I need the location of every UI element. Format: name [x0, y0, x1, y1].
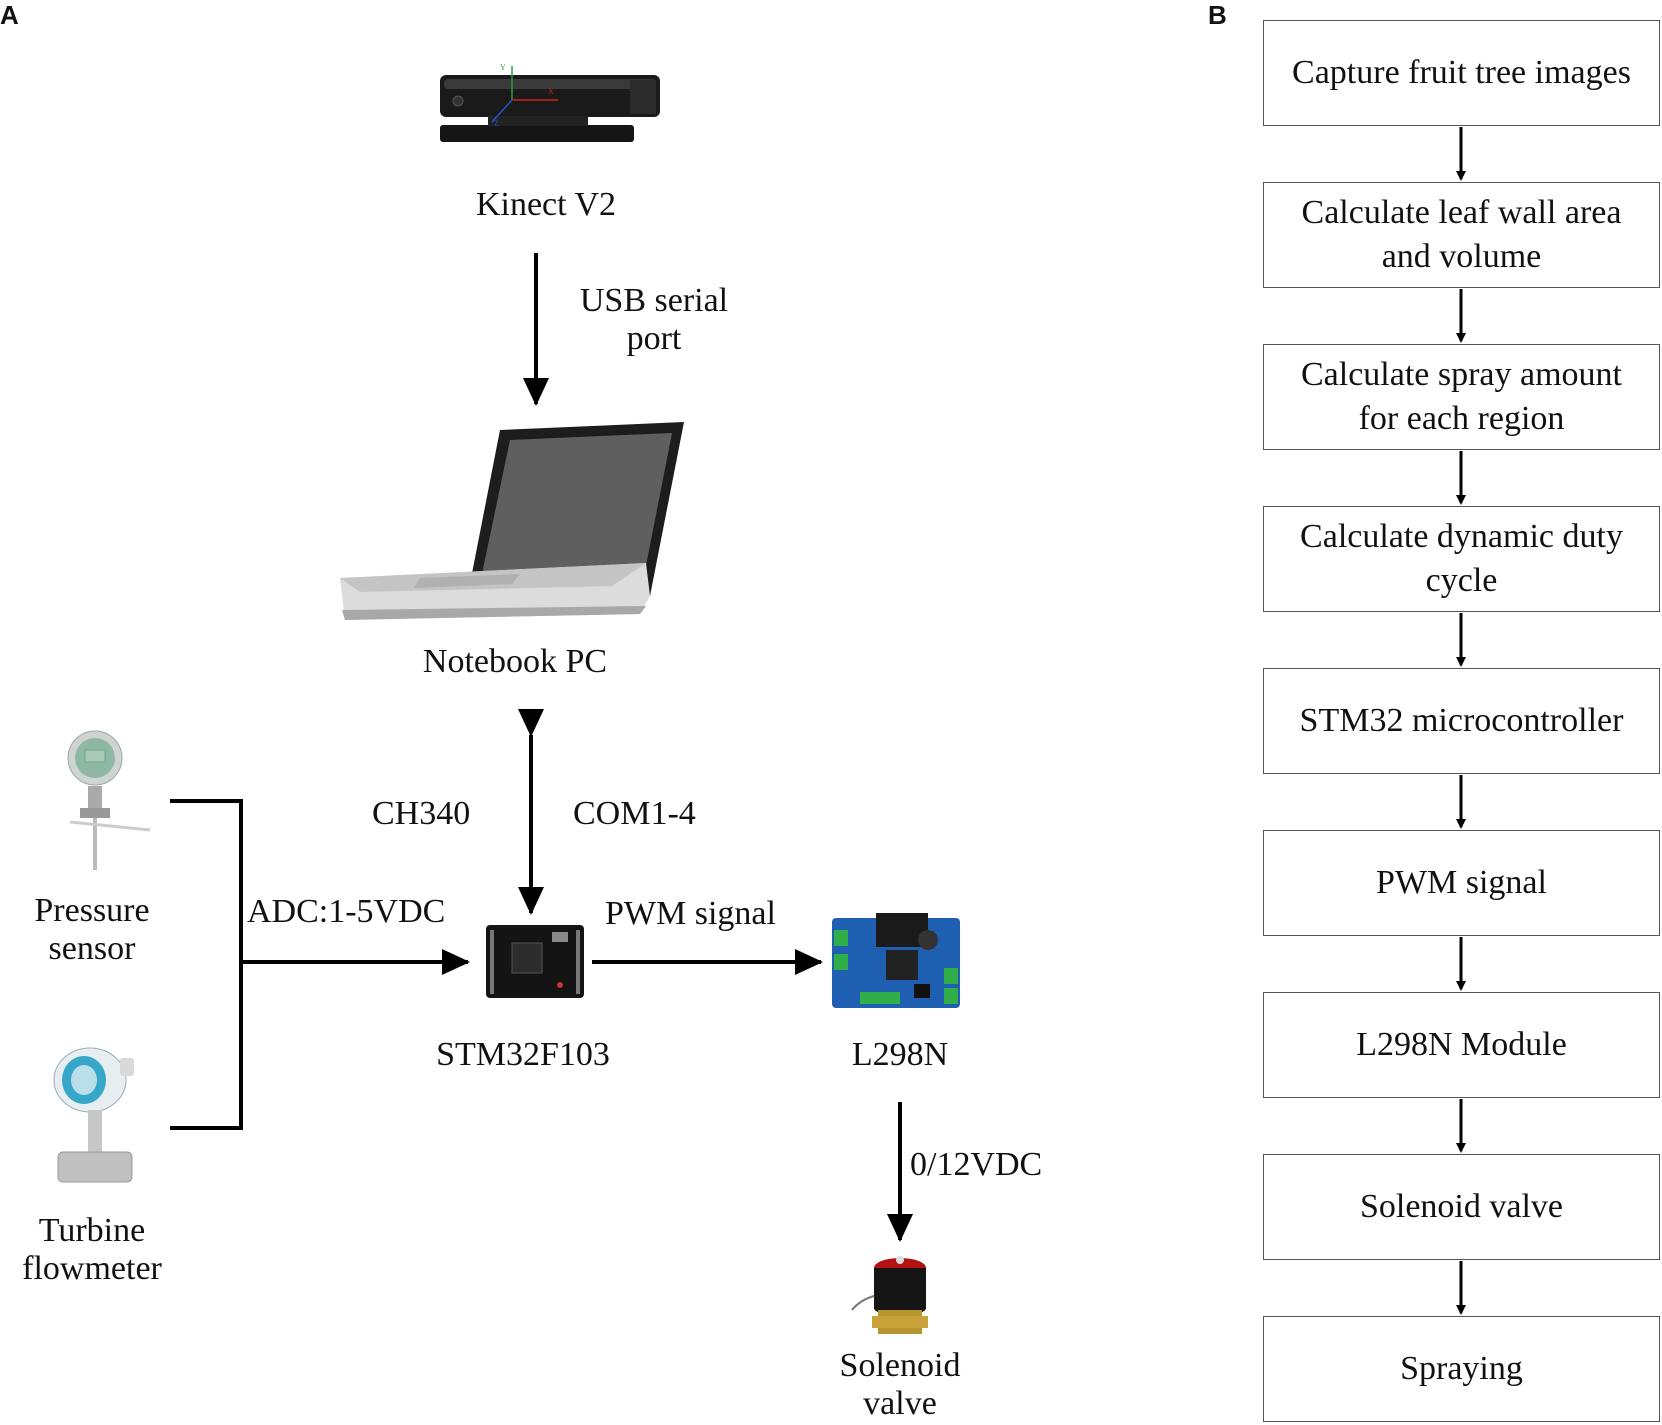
kinect-label: Kinect V2: [475, 186, 617, 223]
pressure-label-line1: Pressure: [34, 892, 150, 929]
stm32-label: STM32F103: [436, 1036, 610, 1073]
pressure-sensor-image: [67, 730, 151, 870]
flow-step-duty-cycle: Calculate dynamic duty cycle: [1263, 506, 1660, 612]
usb-label-line2: port: [626, 320, 682, 357]
svg-text:Y: Y: [500, 63, 506, 72]
notebook-device-image: [340, 422, 684, 620]
stm32-board-image: [486, 925, 584, 998]
flow-step-spray-amount: Calculate spray amount for each region: [1263, 344, 1660, 450]
usb-label-line1: USB serial: [579, 282, 729, 319]
flow-step-pwm: PWM signal: [1263, 830, 1660, 936]
flow-step-capture-images: Capture fruit tree images: [1263, 20, 1660, 126]
com-label: COM1-4: [573, 795, 696, 832]
pressure-label-line2: sensor: [48, 930, 136, 967]
turbine-flowmeter-image: [53, 1047, 134, 1183]
solenoid-label-line2: valve: [863, 1385, 937, 1422]
voltage-label: 0/12VDC: [910, 1146, 1043, 1183]
solenoid-valve-image: [851, 1256, 928, 1334]
l298n-label: L298N: [851, 1036, 949, 1073]
pwm-label: PWM signal: [605, 895, 776, 932]
adc-label: ADC:1-5VDC: [247, 893, 446, 930]
flow-step-spraying: Spraying: [1263, 1316, 1660, 1422]
flow-step-l298n: L298N Module: [1263, 992, 1660, 1098]
panel-a-letter: A: [0, 0, 19, 30]
svg-text:Z: Z: [494, 119, 499, 128]
notebook-label: Notebook PC: [422, 643, 608, 680]
turbine-label-line1: Turbine: [38, 1212, 146, 1249]
ch340-label: CH340: [372, 795, 471, 832]
panel-b-letter: B: [1208, 0, 1227, 30]
flow-step-leaf-wall-area: Calculate leaf wall area and volume: [1263, 182, 1660, 288]
solenoid-label-line1: Solenoid: [839, 1347, 961, 1384]
svg-text:X: X: [548, 87, 554, 96]
l298n-module-image: [832, 913, 960, 1008]
flow-step-stm32: STM32 microcontroller: [1263, 668, 1660, 774]
kinect-device-image: Y X Z: [440, 63, 660, 142]
turbine-label-line2: flowmeter: [22, 1250, 162, 1287]
flow-step-solenoid: Solenoid valve: [1263, 1154, 1660, 1260]
sensor-bracket: [170, 799, 243, 1130]
